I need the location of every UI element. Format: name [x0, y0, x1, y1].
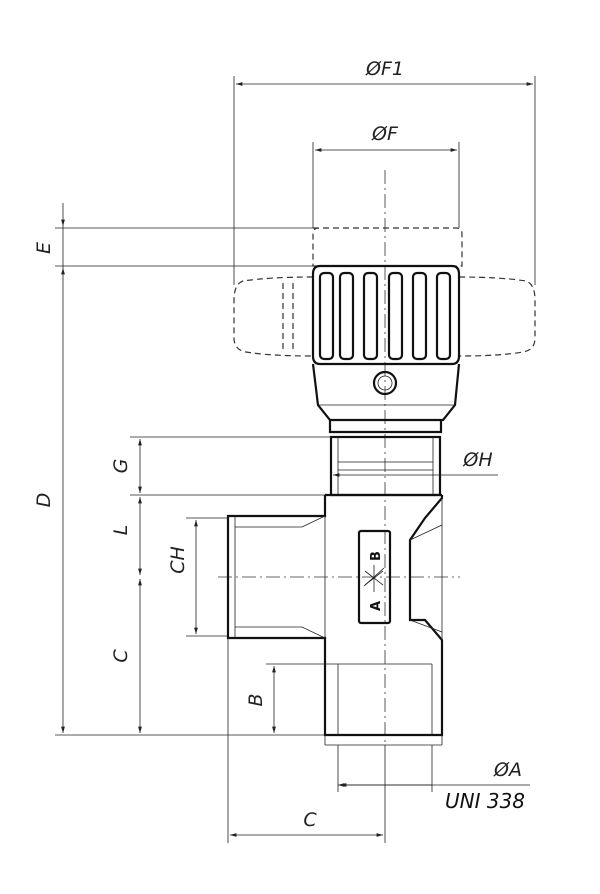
valve-body [226, 493, 444, 746]
dim-b: B [245, 663, 338, 733]
dim-d-label: D [33, 493, 55, 508]
dim-e: E [33, 203, 313, 268]
standard-label: UNI 338 [445, 789, 525, 813]
dim-g-label: G [110, 459, 132, 474]
dim-ch: CH [167, 517, 228, 637]
flow-mark-outlet: B [369, 551, 384, 561]
dim-g: G [110, 436, 331, 496]
dim-f1: ØF1 [233, 58, 536, 285]
dim-a-label: ØA [493, 759, 522, 781]
knob-screw [372, 370, 398, 396]
dim-h: ØH [333, 449, 498, 477]
dim-l-label: L [110, 525, 132, 536]
dim-b-label: B [245, 693, 267, 706]
dim-c-horizontal-label: C [303, 809, 317, 831]
valve-neck [328, 420, 443, 497]
dim-e-label: E [33, 242, 55, 254]
dim-c-vertical: C [110, 579, 142, 733]
dim-f-label: ØF [371, 123, 399, 145]
dim-h-label: ØH [462, 449, 492, 471]
dim-ch-label: CH [167, 546, 189, 574]
dim-c-horizontal: C [227, 638, 386, 843]
flow-label-plate: B A [357, 529, 392, 625]
handwheel-phantom [233, 227, 536, 357]
dim-c-vertical-label: C [110, 649, 132, 663]
dim-a: ØA [337, 745, 530, 792]
flow-mark-inlet: A [369, 601, 384, 611]
dim-f: ØF [312, 123, 460, 228]
dim-f1-label: ØF1 [365, 58, 404, 80]
handwheel-knob [311, 264, 461, 422]
dim-l: L [110, 497, 142, 575]
dim-d: D [33, 268, 325, 736]
